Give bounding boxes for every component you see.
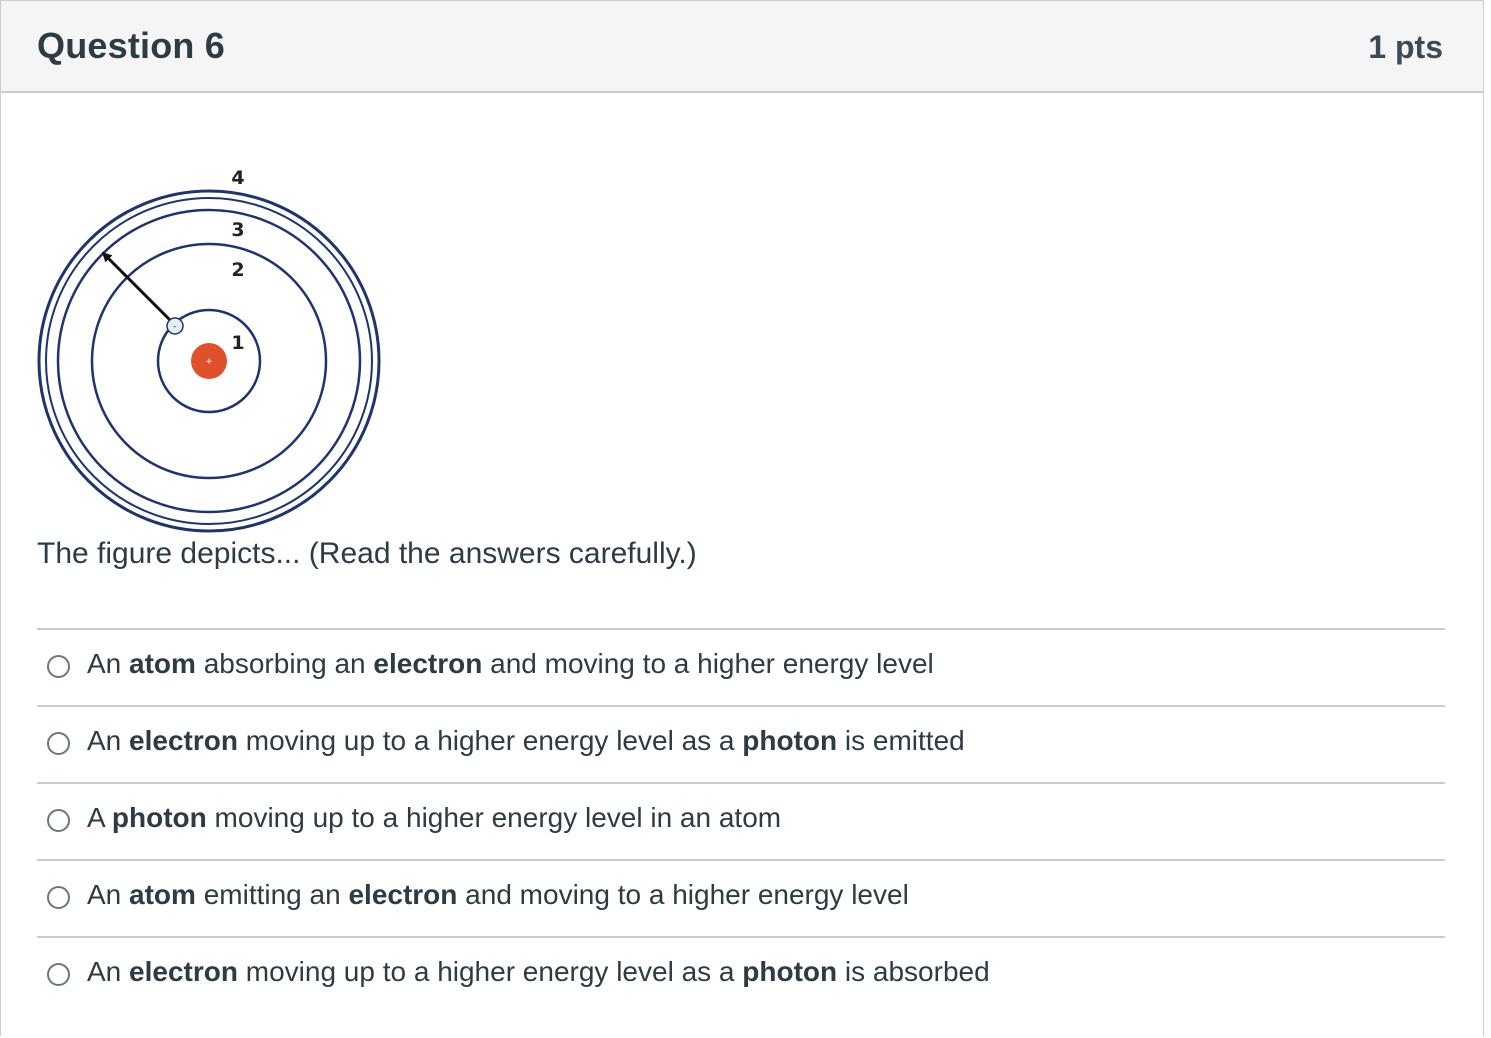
level-label-1: 1 <box>231 332 244 354</box>
answer-text-run: An <box>87 879 130 910</box>
answer-keyword: electron <box>373 648 483 679</box>
radio-button[interactable] <box>47 886 70 909</box>
answer-label: An atom emitting an electron and moving … <box>87 879 909 911</box>
answer-option-3[interactable]: A photon moving up to a higher energy le… <box>37 782 1445 859</box>
nucleus-sign: + <box>205 357 213 367</box>
answer-label: An atom absorbing an electron and moving… <box>87 648 934 680</box>
answer-text-run: An <box>87 725 130 756</box>
level-label-3: 3 <box>231 219 244 241</box>
answer-text-run: is absorbed <box>837 956 990 987</box>
answer-keyword: electron <box>129 725 238 756</box>
answer-keyword: atom <box>129 648 196 679</box>
radio-button[interactable] <box>47 732 70 755</box>
radio-button[interactable] <box>47 655 70 678</box>
answer-option-5[interactable]: An electron moving up to a higher energy… <box>37 936 1445 1013</box>
orbit-4-outer <box>37 189 381 533</box>
answer-label: A photon moving up to a higher energy le… <box>87 802 781 834</box>
answer-text-run: is emitted <box>837 725 965 756</box>
answer-keyword: electron <box>129 956 238 987</box>
orbit-3 <box>56 208 362 514</box>
answer-keyword: photon <box>742 725 838 756</box>
answer-text-run: An <box>87 648 130 679</box>
answer-text-run: A <box>87 802 112 833</box>
answer-text-run: moving up to a higher energy level in an… <box>206 802 782 833</box>
radio-button[interactable] <box>47 963 70 986</box>
radio-button[interactable] <box>47 809 70 832</box>
level-label-4: 4 <box>231 167 244 189</box>
answer-label: An electron moving up to a higher energy… <box>87 725 965 757</box>
transition-arrow <box>101 251 173 323</box>
bohr-model-diagram: + - 1 2 3 4 <box>37 167 381 533</box>
answer-text-run: and moving to a higher energy level <box>482 648 934 679</box>
answer-label: An electron moving up to a higher energy… <box>87 956 990 988</box>
answer-text-run: An <box>87 956 130 987</box>
answer-text-run: absorbing an <box>195 648 374 679</box>
answer-list: An atom absorbing an electron and moving… <box>37 628 1445 1013</box>
answer-option-2[interactable]: An electron moving up to a higher energy… <box>37 705 1445 782</box>
answer-keyword: photon <box>742 956 838 987</box>
answer-text-run: and moving to a higher energy level <box>457 879 909 910</box>
question-prompt: The figure depicts... (Read the answers … <box>37 537 697 570</box>
answer-keyword: photon <box>111 802 207 833</box>
atom-figure: + - 1 2 3 4 <box>31 161 391 541</box>
nucleus <box>191 343 227 379</box>
answer-option-1[interactable]: An atom absorbing an electron and moving… <box>37 628 1445 705</box>
answer-keyword: atom <box>129 879 196 910</box>
electron-sign: - <box>173 322 176 332</box>
level-label-2: 2 <box>231 259 244 281</box>
answer-text-run: emitting an <box>195 879 349 910</box>
orbit-4-inner <box>45 197 373 525</box>
question-header: Question 6 1 pts <box>1 1 1483 93</box>
question-points: 1 pts <box>1368 29 1443 65</box>
answer-text-run: moving up to a higher energy level as a <box>237 725 743 756</box>
question-title: Question 6 <box>37 25 226 66</box>
orbit-2 <box>90 242 328 480</box>
electron <box>166 317 184 335</box>
answer-text-run: moving up to a higher energy level as a <box>237 956 743 987</box>
answer-option-4[interactable]: An atom emitting an electron and moving … <box>37 859 1445 936</box>
answer-keyword: electron <box>348 879 458 910</box>
orbit-1 <box>156 308 262 414</box>
